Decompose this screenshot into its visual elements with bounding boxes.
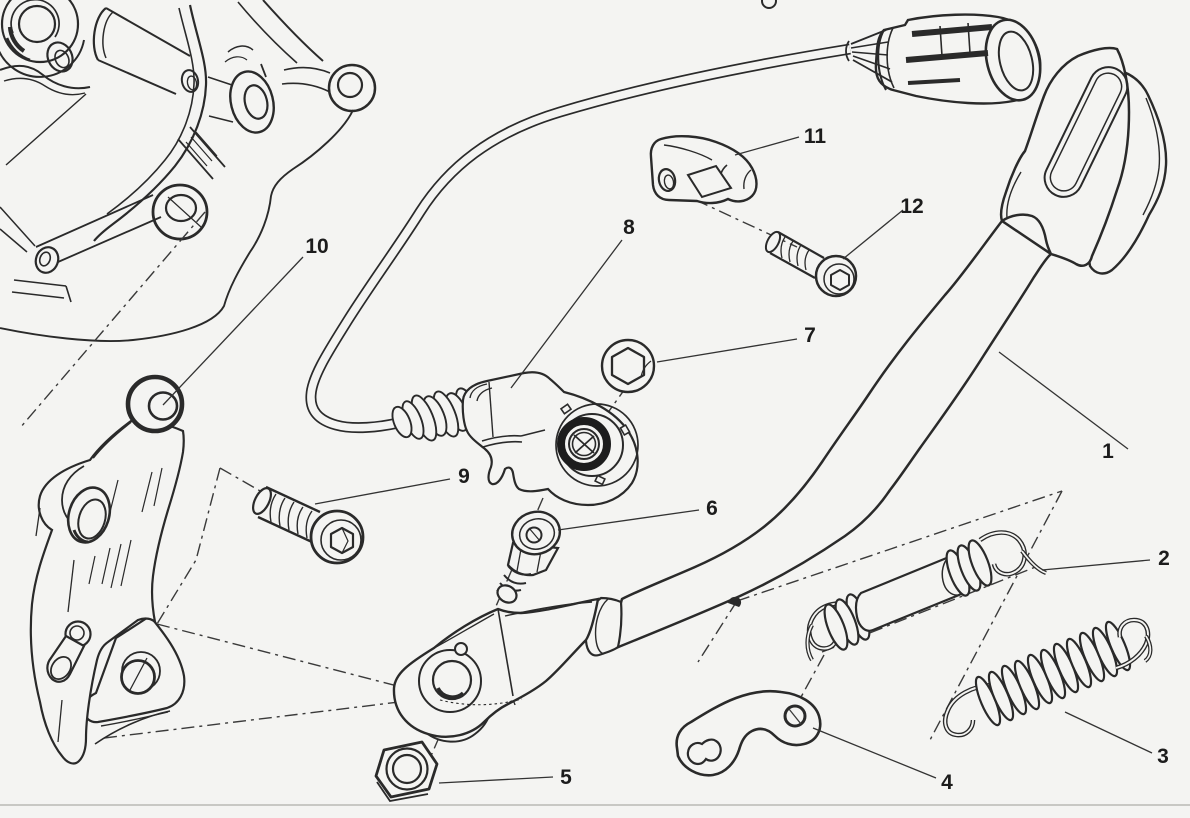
svg-text:11: 11 bbox=[804, 125, 827, 148]
svg-text:2: 2 bbox=[1158, 547, 1170, 570]
svg-text:6: 6 bbox=[706, 497, 718, 520]
svg-text:7: 7 bbox=[804, 324, 816, 347]
svg-text:1: 1 bbox=[1102, 440, 1114, 463]
svg-text:4: 4 bbox=[941, 771, 953, 794]
svg-text:8: 8 bbox=[623, 216, 635, 239]
svg-text:12: 12 bbox=[900, 195, 923, 218]
svg-text:5: 5 bbox=[560, 766, 572, 789]
svg-text:3: 3 bbox=[1157, 745, 1169, 768]
svg-text:10: 10 bbox=[305, 235, 328, 258]
svg-text:9: 9 bbox=[458, 465, 470, 488]
